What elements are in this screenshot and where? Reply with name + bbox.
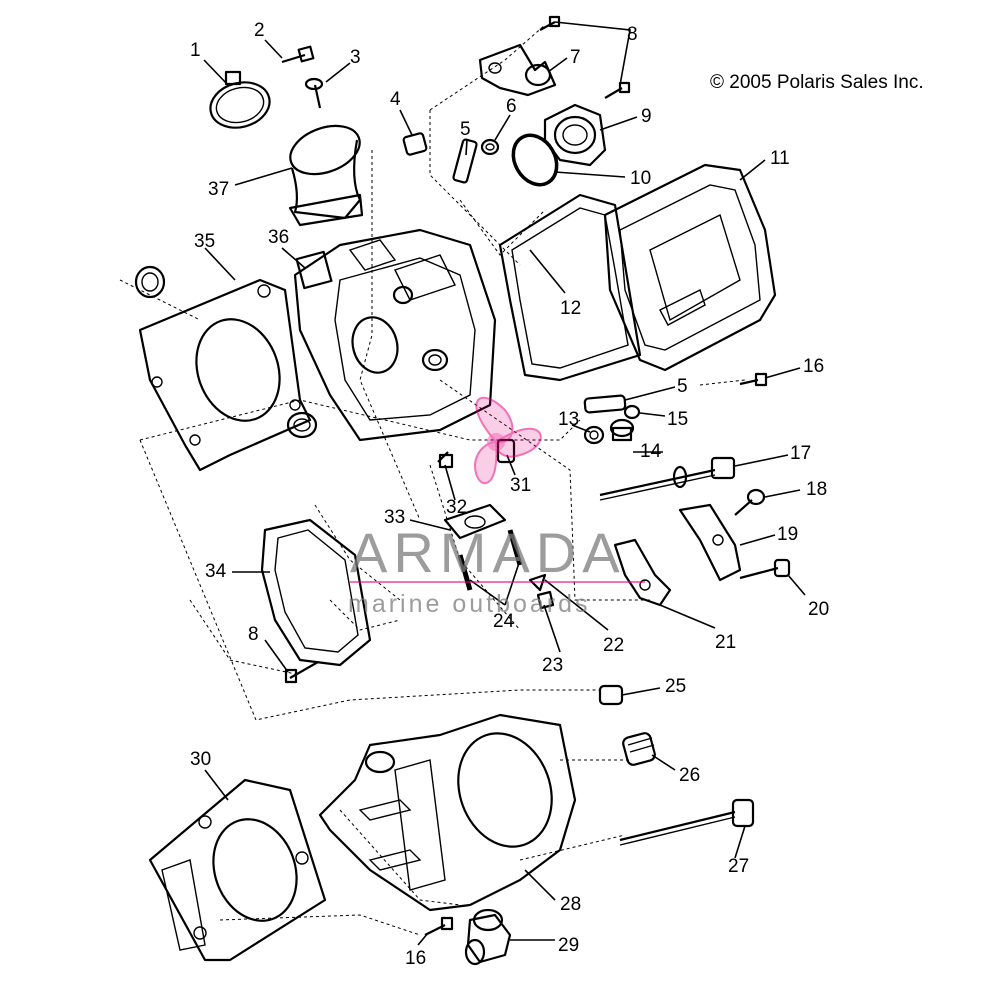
assembly-guide-lines (119, 24, 746, 936)
copyright-notice: © 2005 Polaris Sales Inc. (710, 72, 924, 93)
callout-5b: 5 (677, 376, 688, 397)
callout-32: 32 (446, 497, 467, 518)
callout-18: 18 (806, 479, 827, 500)
callout-8b: 8 (248, 624, 259, 645)
callout-30: 30 (190, 749, 211, 770)
dowel-pin-4 (402, 132, 428, 156)
valve-cover-gasket-12 (498, 193, 642, 382)
intake-boot (288, 124, 364, 227)
stud-bolt-32 (437, 451, 454, 469)
head-bolt-17 (599, 456, 736, 501)
callout-20: 20 (808, 599, 829, 620)
callout-36: 36 (268, 227, 289, 248)
watermark-title: ARMADA (350, 521, 626, 584)
callout-31: 31 (510, 475, 531, 496)
washer-13 (583, 425, 605, 445)
callout-34: 34 (205, 561, 227, 582)
seal-15 (623, 404, 641, 420)
callout-26: 26 (679, 765, 700, 786)
head-gasket-35 (134, 265, 312, 472)
callout-11: 11 (770, 148, 790, 169)
bracket-19 (678, 503, 742, 582)
callout-24: 24 (493, 611, 515, 632)
callout-35: 35 (194, 231, 215, 252)
callout-16b: 16 (405, 948, 426, 969)
bolt-16a (739, 372, 768, 387)
callout-8a: 8 (627, 24, 638, 45)
watermark-subtitle: marine outboards (348, 590, 591, 618)
callout-29: 29 (558, 935, 579, 956)
callout-10: 10 (630, 168, 651, 189)
cylinder-head-36 (293, 228, 497, 442)
callout-16a: 16 (803, 356, 824, 377)
base-gasket-30 (148, 778, 327, 962)
callout-33: 33 (384, 507, 405, 528)
valve-guide-5 (452, 138, 478, 184)
thermostat-housing-7 (478, 43, 557, 97)
nut-23 (536, 590, 555, 610)
callout-9: 9 (641, 106, 652, 127)
gasket-34 (260, 518, 372, 667)
housing-9 (543, 103, 607, 167)
callout-21: 21 (715, 632, 736, 653)
callout-27: 27 (728, 856, 749, 877)
callout-6: 6 (506, 96, 517, 117)
callout-22: 22 (603, 635, 624, 656)
bolt-16b (424, 916, 454, 936)
watermark-logo-icon (350, 396, 645, 583)
valve-guide-5b (583, 394, 627, 414)
seal-ring (286, 411, 318, 439)
callout-15: 15 (667, 409, 688, 430)
callout-5a: 5 (460, 119, 471, 140)
gasket-33 (443, 503, 507, 540)
callout-2: 2 (254, 20, 265, 41)
studs-24 (457, 529, 523, 591)
bolt-3 (304, 77, 324, 109)
callout-25: 25 (665, 676, 686, 697)
elbow-fitting-29 (464, 908, 512, 966)
dowel-25 (598, 684, 624, 706)
plug-14 (609, 418, 635, 442)
bolt-8a-upper (539, 15, 561, 31)
callout-19: 19 (777, 524, 798, 545)
callout-7: 7 (570, 47, 581, 68)
callout-4: 4 (390, 89, 401, 110)
callout-3: 3 (350, 47, 361, 68)
bolt-2 (281, 45, 315, 64)
callout-14: 14 (640, 441, 662, 462)
seal-6 (480, 138, 500, 156)
callout-12: 12 (560, 298, 581, 319)
callout-23: 23 (542, 655, 563, 676)
callout-13: 13 (558, 409, 579, 430)
bracket-21 (613, 538, 672, 607)
valve-cover-11 (603, 163, 777, 372)
cylinder-bolt-27 (619, 798, 755, 846)
bolt-20 (739, 558, 791, 580)
cylinder-28 (318, 713, 577, 912)
bolt-8b (284, 661, 319, 684)
callout-37: 37 (208, 179, 229, 200)
callout-labels: 1 2 3 4 5 6 7 8 9 10 11 12 5 13 14 15 16… (190, 20, 829, 969)
intake-clamp (209, 70, 271, 129)
callout-28: 28 (560, 894, 581, 915)
callout-1: 1 (190, 40, 201, 61)
bolt-18 (734, 488, 766, 516)
plug-26 (622, 732, 656, 766)
bolt-8a-lower (604, 81, 631, 99)
callout-17: 17 (790, 443, 811, 464)
